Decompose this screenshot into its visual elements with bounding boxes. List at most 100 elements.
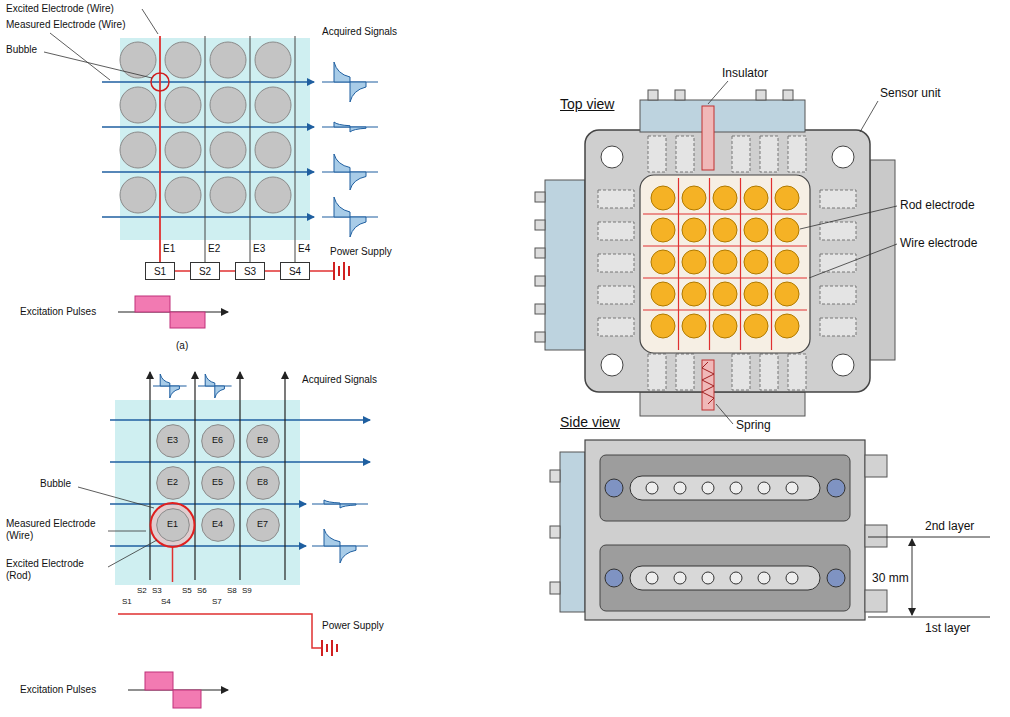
rod-electrode: [775, 314, 799, 338]
rod-electrode: [775, 218, 799, 242]
bolt-hole: [601, 146, 623, 168]
layer-plate: [600, 545, 850, 611]
part-label: Rod electrode: [900, 198, 975, 212]
wire-electrode: [771, 178, 772, 350]
screw: [702, 106, 714, 170]
bolt: [550, 582, 560, 594]
channel: [732, 354, 750, 390]
bolt: [783, 90, 793, 100]
bolt-hole: [832, 146, 854, 168]
connector-block: [870, 160, 895, 360]
supply-wire: [118, 614, 322, 648]
signal: [153, 374, 187, 398]
channel: [676, 354, 694, 390]
dimension-line: [868, 537, 990, 538]
pulse: [170, 312, 205, 328]
leader-line: [800, 206, 897, 229]
rod: [210, 132, 246, 168]
leader-line: [44, 52, 152, 78]
rod: [255, 42, 291, 78]
flow-region: [115, 400, 300, 585]
rod-electrode: E2: [156, 466, 190, 500]
layer-label: 1st layer: [925, 621, 970, 635]
switch-name: S2: [199, 266, 211, 277]
excited-wire: [159, 36, 161, 262]
measured-wire: [102, 126, 314, 128]
spring-coil: [702, 362, 714, 404]
leader-line: [716, 404, 733, 424]
switch-box: S1: [145, 262, 175, 280]
rod-electrode: [682, 218, 706, 242]
callout-label: Power Supply: [330, 246, 392, 258]
bolt-head: [865, 590, 887, 612]
hole: [730, 572, 742, 584]
part-label: Insulator: [722, 66, 768, 80]
battery: [326, 644, 328, 652]
rod-circle: [156, 425, 189, 458]
supply-wire: [265, 270, 280, 272]
battery: [348, 266, 350, 276]
electrode-name: E7: [257, 520, 268, 530]
switch-name: S4: [161, 597, 171, 607]
rod-electrode: E3: [156, 424, 190, 458]
rod-electrode: [744, 186, 768, 210]
signal: [312, 500, 368, 508]
rod: [120, 87, 156, 123]
rod-electrode: [651, 314, 675, 338]
callout-label: Excitation Pulses: [20, 684, 96, 696]
electrode-name: E3: [253, 243, 265, 255]
measured-wire: [194, 372, 195, 580]
insulator-block: [640, 100, 805, 132]
rod-electrode: [744, 314, 768, 338]
leader-line: [50, 33, 110, 80]
rod-electrode: [744, 282, 768, 306]
hole: [674, 572, 686, 584]
bolt: [535, 276, 545, 286]
rod-electrode: [682, 186, 706, 210]
hole: [758, 482, 770, 494]
rod: [210, 87, 246, 123]
rod-electrode: [713, 314, 737, 338]
electrode-name: E4: [298, 243, 310, 255]
bolt-hole: [832, 354, 854, 376]
channel: [788, 136, 806, 172]
dimension: 30 mm: [870, 571, 911, 585]
flow-region: [120, 38, 310, 240]
leader-line: [108, 531, 146, 532]
switch-name: S7: [212, 597, 222, 607]
wire-electrode: [643, 245, 807, 246]
wire-electrode: [709, 178, 710, 350]
signal: [322, 62, 378, 102]
rod: [255, 87, 291, 123]
rod: [210, 42, 246, 78]
bolt: [550, 470, 560, 482]
rod-electrode: E8: [246, 466, 280, 500]
rod-electrode: E1: [156, 508, 190, 542]
text-holder: E2: [167, 478, 178, 488]
layer-label: 2nd layer: [925, 519, 974, 533]
rod: [120, 177, 156, 213]
callout-label: Excited Electrode (Rod): [6, 558, 106, 582]
rod: [165, 87, 201, 123]
flow-window: [640, 175, 810, 353]
rod-electrode: [651, 250, 675, 274]
text-holder: S2: [199, 266, 211, 277]
electrode-name: E6: [212, 436, 223, 446]
rod-circle: [246, 509, 279, 542]
wire: [295, 36, 296, 262]
bolt: [550, 526, 560, 538]
supply-wire: [310, 270, 334, 272]
channel: [820, 318, 856, 336]
rod-circle: [156, 509, 189, 542]
switch-name: S5: [182, 586, 192, 596]
rod-electrode: [775, 282, 799, 306]
channel: [648, 354, 666, 390]
rod-electrode: [713, 250, 737, 274]
channel: [820, 222, 856, 240]
bolt: [535, 192, 545, 202]
rod-electrode: [713, 282, 737, 306]
sensor-housing: [585, 130, 870, 392]
rod-electrode: [744, 250, 768, 274]
wire-electrode: [643, 213, 807, 214]
rod: [165, 42, 201, 78]
